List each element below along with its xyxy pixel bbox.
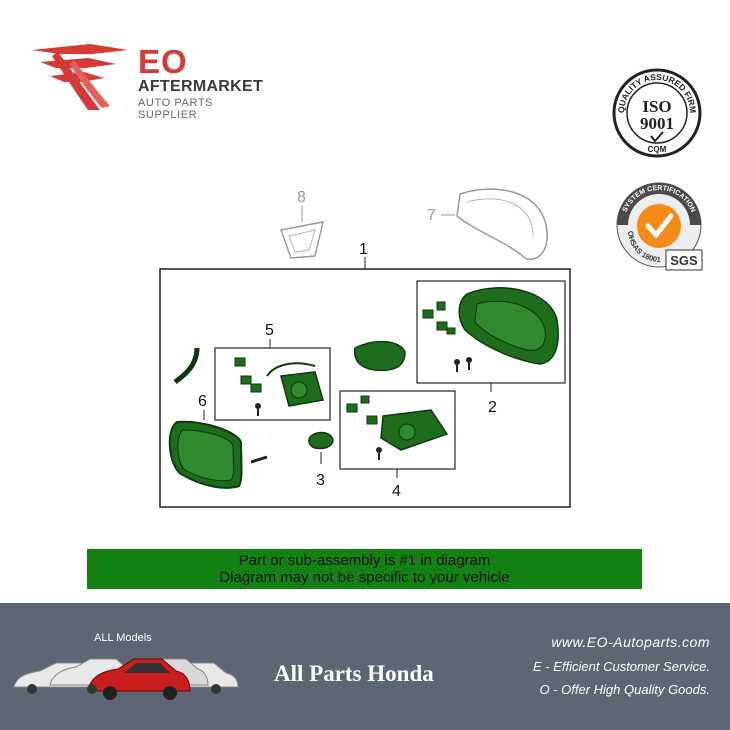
footer-title: All Parts Honda [274,661,434,686]
notice-line-2: Diagram may not be specific to your vehi… [219,569,510,586]
callout-5: 5 [265,322,274,339]
website-link[interactable]: www.EO-Autoparts.com [551,634,710,650]
brand-name: EO [138,43,188,80]
callout-6: 6 [198,393,207,410]
car-lineup-icon [13,658,239,700]
slogan-efficient: E - Efficient Customer Service. [533,659,710,674]
iso-footer: CQM [648,145,667,154]
brand-logo: EO AFTERMARKET AUTO PARTS SUPPLIER [30,40,270,121]
callout-1: 1 [359,241,368,258]
brand-subtitle: AFTERMARKET [138,78,264,95]
iso-9001-seal-icon: QUALITY ASSURED FIRM ISO 9001 CQM [612,68,702,158]
footer: ALL Models All Parts Honda www.EO-Autopa… [0,603,730,730]
callout-4: 4 [392,483,401,500]
callout-7: 7 [427,207,436,224]
brand-tagline: AUTO PARTS SUPPLIER [138,97,214,121]
faded-bracket-part [279,221,324,259]
diagram-notice: Part or sub-assembly is #1 in diagram Di… [87,549,642,589]
slogan-offer: O - Offer High Quality Goods. [539,682,710,697]
notice-line-1: Part or sub-assembly is #1 in diagram [238,552,491,569]
callout-2: 2 [488,399,497,416]
models-label: ALL Models [94,632,152,644]
callout-8: 8 [297,189,306,206]
eagle-logo-icon [32,44,128,110]
parts-diagram: 1 8 7 2 5 6 3 4 [159,188,571,508]
iso-line1: ISO [642,97,671,116]
ohsas-badge: SGS [670,253,698,268]
mirror-cap-part [353,340,406,372]
small-part-3 [308,431,334,450]
iso-line2: 9001 [640,114,674,133]
ohsas-sgs-seal-icon: SYSTEM CERTIFICATION OHSAS 18001 SGS [616,182,703,271]
cable-part [173,347,200,385]
callout-3: 3 [316,472,325,489]
faded-cover-part [456,188,548,261]
